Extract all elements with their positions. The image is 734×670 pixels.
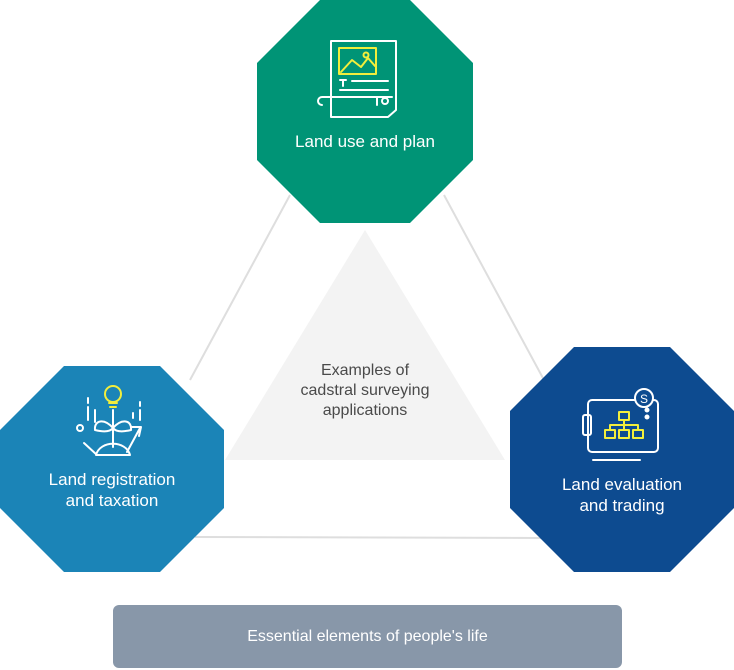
svg-text:S: S — [640, 392, 648, 406]
node-left-label-line1: Land registration — [48, 470, 176, 489]
node-right-label-line2: and trading — [579, 496, 665, 515]
node-left-octagon — [0, 366, 224, 572]
center-label-line2: cadstral surveying — [300, 382, 430, 399]
node-right-label-line1: Land evaluation — [561, 475, 683, 494]
connector-top-right — [443, 194, 545, 381]
center-triangle — [225, 230, 505, 460]
connector-top-left — [189, 194, 291, 381]
growth-lightbulb-icon — [76, 385, 142, 456]
node-top-label: Land use and plan — [295, 132, 435, 151]
center-label: Examples of cadstral surveying applicati… — [265, 361, 465, 421]
document-map-icon — [317, 40, 397, 118]
valuation-chart-icon: S — [582, 388, 659, 461]
node-right-label: Land evaluation and trading — [510, 474, 734, 516]
node-left-label: Land registration and taxation — [0, 469, 224, 511]
center-label-line1: Examples of — [320, 362, 410, 379]
connector-bottom — [194, 536, 543, 539]
footer-label: Essential elements of people's life — [247, 627, 488, 645]
center-label-line3: applications — [322, 402, 408, 419]
node-left-label-line2: and taxation — [65, 491, 159, 510]
node-top-octagon — [257, 0, 473, 223]
footer-banner: Essential elements of people's life — [113, 605, 622, 668]
